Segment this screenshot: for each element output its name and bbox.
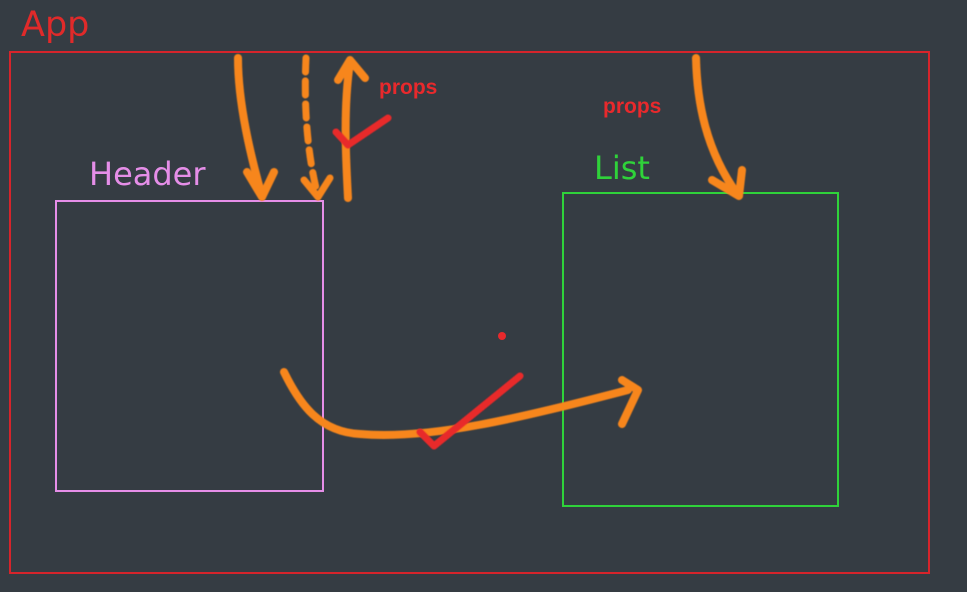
red-dot <box>498 332 506 340</box>
app-label: App <box>21 5 90 45</box>
arrow-app-to-list <box>692 54 742 199</box>
arrow-header-to-app <box>341 58 354 202</box>
props-label-left: props <box>379 76 438 99</box>
arrow-app-to-list-head <box>708 166 746 200</box>
list-box <box>562 192 839 507</box>
header-box <box>55 200 324 492</box>
arrow-header-to-app-head <box>334 56 369 84</box>
arrow-dashed-down-head <box>300 174 334 201</box>
check-mark-top <box>332 114 392 149</box>
app-box <box>9 51 930 574</box>
arrow-dashed-down <box>301 54 322 200</box>
check-mark-bottom <box>416 372 524 450</box>
arrow-header-to-list-head <box>618 376 642 428</box>
list-label: List <box>594 149 650 187</box>
arrow-app-to-header-head <box>243 168 278 201</box>
arrow-header-to-list <box>280 368 632 439</box>
arrow-app-to-header <box>234 54 266 200</box>
header-label: Header <box>89 155 206 193</box>
props-label-right: props <box>603 95 662 118</box>
